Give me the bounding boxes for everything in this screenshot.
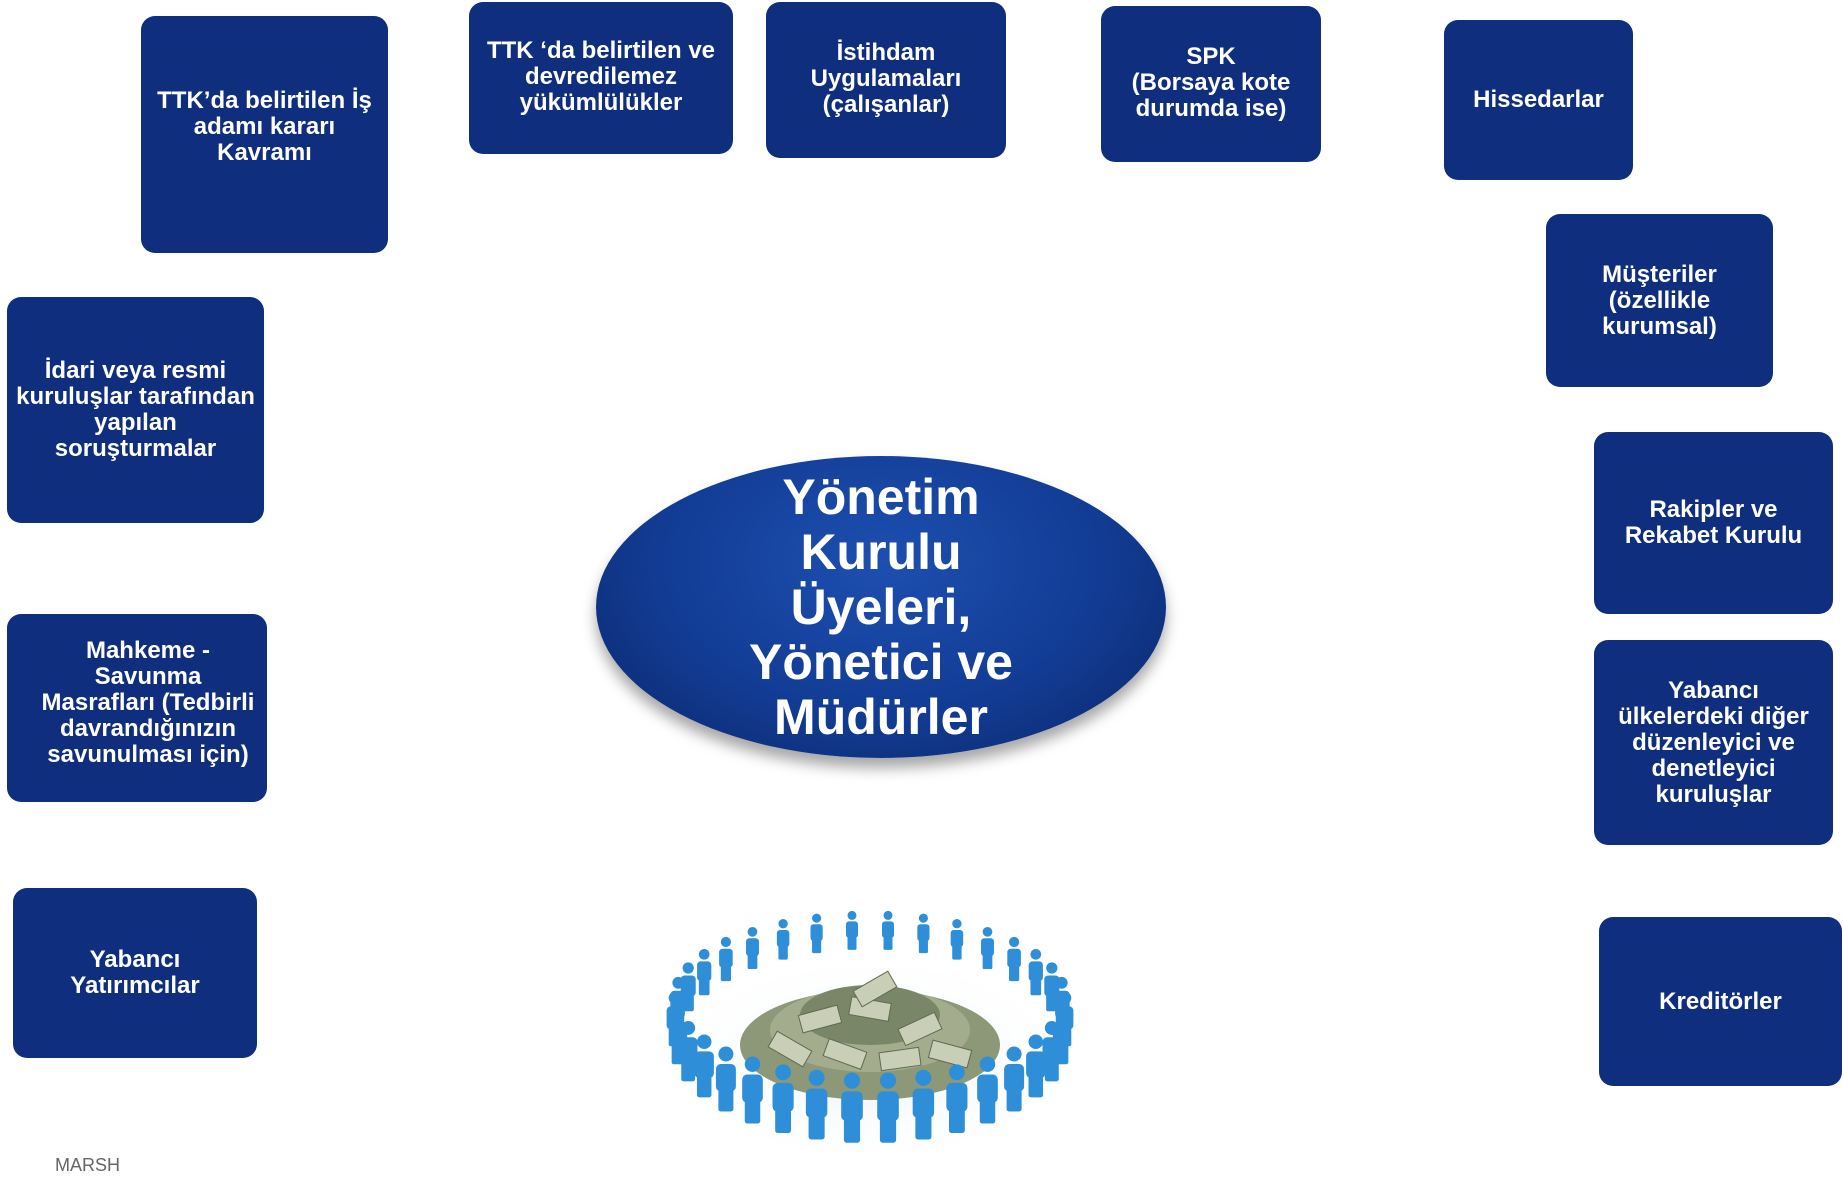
node-yabanci-yatirimcilar: Yabancı Yatırımcılar <box>13 888 257 1058</box>
center-ellipse: Yönetim Kurulu Üyeleri, Yönetici ve Müdü… <box>596 456 1166 758</box>
person-icon <box>1026 1034 1046 1098</box>
person-icon <box>1028 948 1043 996</box>
person-icon <box>841 1072 863 1143</box>
person-icon <box>981 926 994 970</box>
node-spk: SPK (Borsaya kote durumda ise) <box>1101 6 1321 162</box>
person-icon <box>1042 1021 1062 1082</box>
node-ttk-yukumlulukler: TTK ‘da belirtilen ve devredilemez yüküm… <box>469 2 733 154</box>
person-icon <box>694 1034 714 1098</box>
person-icon <box>1004 1046 1025 1112</box>
node-musteriler: Müşteriler (özellikle kurumsal) <box>1546 214 1773 387</box>
person-icon <box>977 1056 998 1124</box>
node-ttk-is-adami: TTK’da belirtilen İş adamı kararı Kavram… <box>141 16 388 253</box>
person-icon <box>715 1046 736 1112</box>
node-yabanci-kuruluslar: Yabancı ülkelerdeki diğer düzenleyici ve… <box>1594 640 1833 845</box>
person-icon <box>877 1072 899 1143</box>
person-icon <box>917 913 930 954</box>
node-istihdam: İstihdam Uygulamaları (çalışanlar) <box>766 2 1006 158</box>
person-icon <box>742 1056 763 1124</box>
node-mahkeme: Mahkeme - Savunma Masrafları (Tedbirli d… <box>7 614 267 802</box>
person-icon <box>912 1069 935 1140</box>
person-icon <box>810 913 823 954</box>
money-pile-icon <box>740 970 1000 1100</box>
person-icon <box>746 926 759 970</box>
person-icon <box>772 1064 794 1134</box>
node-hissedarlar: Hissedarlar <box>1444 20 1633 180</box>
node-kreditorler: Kreditörler <box>1599 917 1842 1086</box>
footer-brand: MARSH <box>55 1155 121 1175</box>
person-icon <box>697 948 712 996</box>
person-icon <box>1007 936 1021 982</box>
node-idari: İdari veya resmi kuruluşlar tarafından y… <box>7 297 264 523</box>
person-icon <box>846 910 858 950</box>
node-rakipler: Rakipler ve Rekabet Kurulu <box>1594 432 1833 614</box>
person-icon <box>950 919 964 960</box>
person-icon <box>946 1064 968 1134</box>
people-money-illustration <box>655 910 1085 1170</box>
person-icon <box>719 936 733 982</box>
person-icon <box>805 1069 828 1140</box>
person-icon <box>776 919 790 960</box>
person-icon <box>882 910 894 950</box>
person-icon <box>678 1021 698 1082</box>
